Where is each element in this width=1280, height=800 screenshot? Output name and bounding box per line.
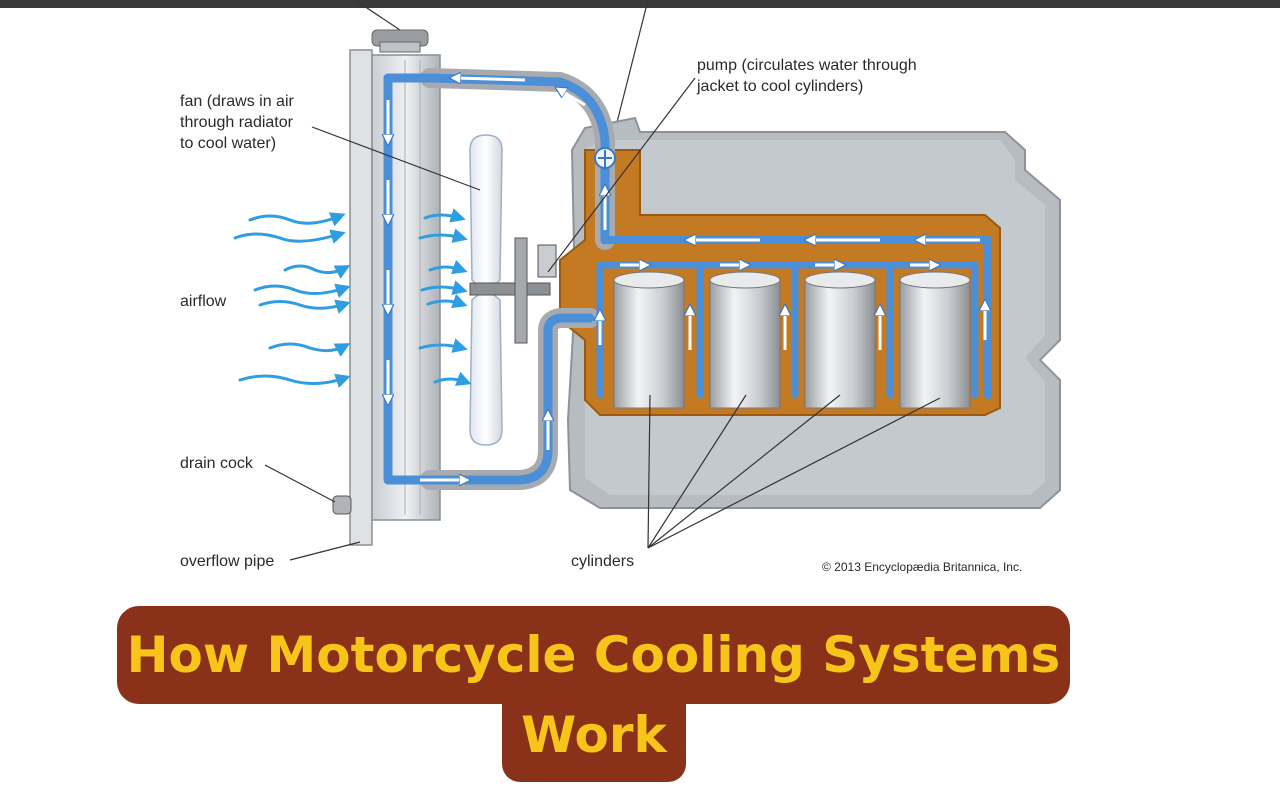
flow-arrows [388, 78, 985, 480]
label-leader-lines [264, 77, 941, 561]
fan-label-line2: through radiator [180, 114, 294, 131]
drain-cock-valve [332, 495, 352, 515]
airflow-arrows [233, 208, 472, 388]
fan-label-line3: to cool water) [180, 135, 276, 152]
cylinders-label: cylinders [571, 553, 634, 570]
title-line1: How Motorcycle Cooling Systems [126, 626, 1061, 684]
title-banner-line2: Work [502, 700, 686, 782]
title-banner-line1: How Motorcycle Cooling Systems [117, 606, 1070, 704]
pump-label-line2: jacket to cool cylinders) [696, 78, 863, 95]
cylinder-4 [899, 271, 971, 409]
cylinder-3 [804, 271, 876, 409]
airflow-label: airflow [180, 293, 227, 310]
pump-label-line1: pump (circulates water through [697, 57, 917, 74]
top-bar [0, 0, 1280, 8]
cylinders [613, 271, 971, 409]
coolant-hoses [383, 68, 992, 490]
copyright-notice: © 2013 Encyclopædia Britannica, Inc. [822, 560, 1022, 574]
cylinder-2 [709, 271, 781, 409]
fan [469, 134, 557, 446]
radiator [332, 29, 441, 546]
pump [594, 147, 616, 170]
overflow-pipe-label: overflow pipe [180, 553, 274, 570]
cooling-system-diagram: pump (circulates water through jacket to… [180, 0, 1061, 574]
cylinder-1 [613, 271, 685, 409]
fan-label-line1: fan (draws in air [180, 93, 294, 110]
drain-cock-label: drain cock [180, 455, 254, 472]
title-line2: Work [521, 706, 667, 764]
